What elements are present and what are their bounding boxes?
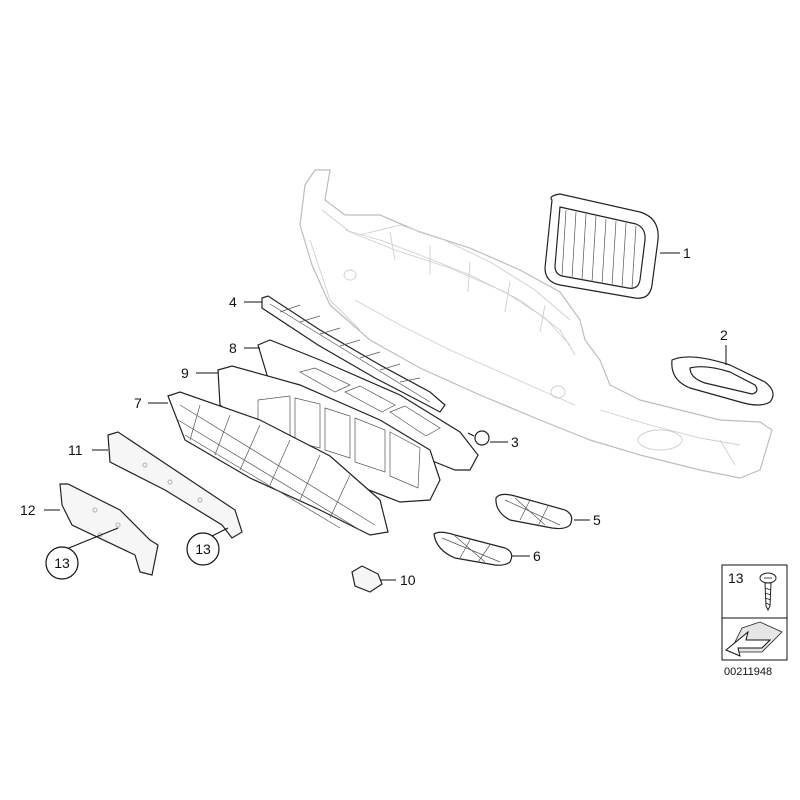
callout-13-circle-right	[186, 532, 220, 566]
upper-trim-part	[261, 295, 446, 413]
callout-11: 11	[68, 442, 83, 458]
callout-3: 3	[511, 434, 519, 450]
plate-bracket-part	[107, 431, 243, 539]
arrow-icon	[725, 621, 783, 657]
callout-13-left: 13	[54, 555, 70, 571]
callout-12: 12	[20, 502, 36, 518]
right-fog-grille-part	[495, 493, 573, 530]
callout-7: 7	[134, 395, 142, 411]
left-fog-grille-part	[433, 531, 513, 566]
fog-lamp-cover-part	[671, 356, 774, 406]
callout-1: 1	[683, 245, 691, 261]
legend-box: 13	[721, 564, 788, 661]
callout-5: 5	[593, 512, 601, 528]
leader-lines	[44, 252, 727, 581]
callout-6: 6	[533, 548, 541, 564]
callout-13-right: 13	[195, 541, 211, 557]
legend-part-number: 13	[728, 570, 744, 586]
bumper-outline	[299, 169, 773, 479]
small-bracket-part	[351, 565, 383, 593]
callout-4: 4	[229, 294, 237, 310]
diagram-code: 00211948	[724, 666, 772, 678]
callout-2: 2	[720, 327, 728, 343]
screw-icon	[759, 572, 777, 612]
callout-8: 8	[229, 340, 237, 356]
callout-13-circle-left	[45, 546, 79, 580]
kidney-grille-part	[544, 193, 659, 299]
callout-10: 10	[400, 572, 416, 588]
callout-9: 9	[181, 365, 189, 381]
cap-part	[467, 430, 490, 446]
mesh-grille-part	[167, 391, 389, 536]
